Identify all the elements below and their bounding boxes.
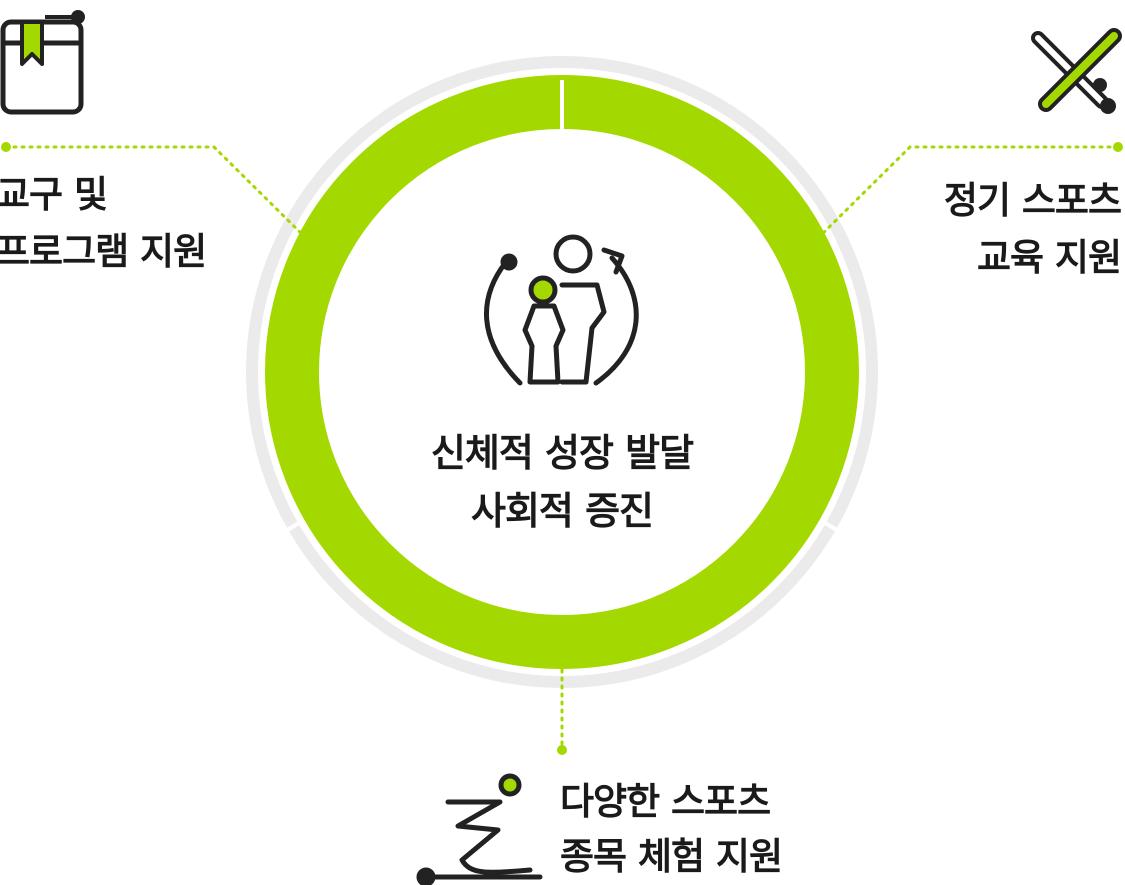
outer-ring [246, 56, 878, 688]
item-label-line2: 프로그램 지원 [0, 230, 207, 273]
item-label-line1: 정기 스포츠 [943, 179, 1122, 222]
family-growth-icon [484, 234, 639, 386]
item-label-line1: 다양한 스포츠 [560, 780, 771, 823]
item-label-various-sports: 다양한 스포츠 종목 체험 지원 [560, 774, 783, 884]
green-ring [265, 75, 859, 669]
ring-separators [255, 80, 869, 550]
item-label-equipment-program: 교구 및 프로그램 지원 [0, 166, 207, 280]
center-label-line1: 신체적 성장 발달 [430, 431, 694, 475]
crossed-bats-icon [1031, 28, 1122, 114]
connector-bottom-dot [557, 745, 567, 755]
connector-right-dot [1113, 142, 1123, 152]
center-label: 신체적 성장 발달 사회적 증진 [362, 424, 762, 540]
item-label-line1: 교구 및 [0, 173, 108, 216]
item-label-line2: 종목 체험 지원 [560, 835, 783, 878]
connector-left [4, 145, 322, 254]
item-label-regular-sports: 정기 스포츠 교육 지원 [943, 172, 1122, 286]
connector-left-dot [1, 142, 11, 152]
center-label-line2: 사회적 증진 [470, 489, 654, 533]
ski-path-icon [416, 773, 543, 885]
bookmark-book-icon [0, 10, 85, 115]
item-label-line2: 교육 지원 [976, 236, 1122, 279]
connector-right [802, 145, 1120, 254]
